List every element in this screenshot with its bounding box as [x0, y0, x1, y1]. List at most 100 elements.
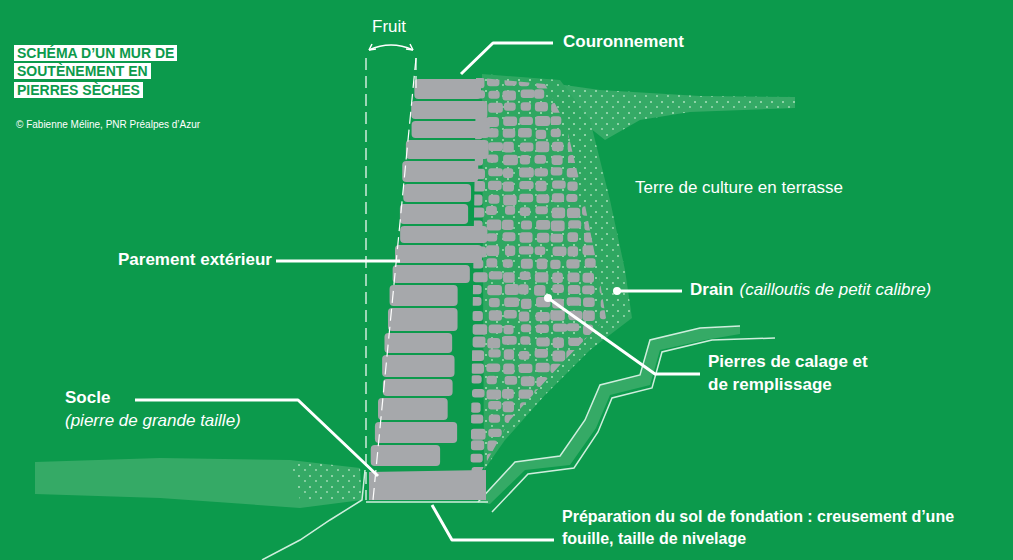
facing-stone: [371, 445, 440, 466]
facing-stone: [384, 333, 452, 353]
filling-stone: [503, 195, 516, 206]
filling-stone: [537, 258, 548, 269]
filling-stone: [552, 207, 565, 218]
filling-stone: [568, 155, 578, 163]
filling-stone: [502, 220, 514, 230]
filling-stone: [584, 115, 596, 124]
filling-stone: [584, 142, 597, 152]
filling-stone: [566, 77, 578, 86]
filling-stone: [519, 246, 534, 254]
filling-stone: [552, 272, 563, 283]
foundation-line: [262, 470, 365, 560]
filling-stone: [601, 104, 613, 113]
filling-stone: [552, 142, 564, 152]
filling-stone: [536, 403, 549, 413]
filling-stone: [585, 167, 597, 175]
filling-stone: [614, 375, 625, 385]
filling-stone: [471, 429, 486, 440]
filling-stone: [583, 349, 597, 360]
filling-stone: [502, 389, 514, 399]
diagram-title: SCHÉMA D’UN MUR DE SOUTÈNEMENT EN PIERRE…: [14, 44, 192, 99]
filling-stone: [566, 90, 578, 98]
filling-stone: [567, 168, 580, 178]
filling-stone: [535, 247, 546, 255]
filling-stone: [520, 155, 530, 164]
filling-stone: [567, 429, 577, 439]
filling-stone: [567, 297, 581, 306]
base-stone: [369, 470, 486, 500]
filling-stone: [601, 193, 615, 203]
filling-stone: [601, 233, 614, 243]
filling-stone: [553, 337, 564, 347]
part-label: Couronnement: [563, 31, 684, 54]
filling-stone: [568, 285, 580, 294]
filling-stone: [600, 115, 614, 124]
filling-stone: [503, 142, 514, 153]
filling-stone: [503, 129, 516, 138]
filling-stone: [503, 117, 517, 127]
filling-stone: [503, 429, 514, 437]
filling-stone: [520, 232, 533, 243]
filling-stone: [488, 195, 499, 204]
filling-stone: [582, 286, 594, 295]
filling-stone: [550, 234, 563, 243]
filling-stone: [473, 272, 488, 282]
filling-stone: [472, 324, 487, 335]
facing-stone: [390, 285, 458, 306]
filling-stone: [503, 401, 514, 412]
filling-stone: [614, 90, 625, 99]
filling-stone: [600, 207, 614, 218]
filling-stone: [504, 310, 517, 318]
filling-stone: [615, 494, 627, 505]
filling-stone: [488, 142, 503, 151]
filling-stone: [617, 129, 632, 139]
filling-stone: [598, 375, 608, 386]
filling-stone: [486, 364, 500, 372]
filling-stone: [598, 441, 610, 451]
filling-stone: [552, 351, 565, 362]
filling-stone: [568, 414, 580, 424]
filling-stone: [598, 479, 611, 489]
batter-arrow: [369, 45, 413, 50]
filling-stone: [518, 128, 532, 137]
filling-stone: [472, 311, 483, 321]
filling-stone: [519, 194, 533, 203]
filling-stone: [567, 493, 578, 503]
filling-stone: [553, 77, 566, 87]
filling-stone: [615, 195, 625, 203]
facing-stone: [388, 308, 458, 331]
filling-stone: [488, 91, 499, 99]
filling-stone: [489, 325, 503, 334]
filling-stone: [551, 415, 564, 425]
lower-ground: [35, 458, 362, 508]
filling-stone: [521, 221, 532, 230]
filling-stone: [519, 389, 534, 398]
filling-stone: [616, 258, 630, 267]
filling-stone: [550, 310, 565, 321]
filling-stone: [551, 129, 561, 137]
filling-stone: [551, 103, 566, 113]
filling-stone: [471, 285, 482, 294]
filling-stone: [505, 206, 515, 215]
filling-stone: [585, 467, 598, 477]
filling-stone: [566, 194, 577, 202]
filling-stone: [583, 273, 594, 283]
filling-stone: [568, 220, 581, 228]
filling-stone: [582, 245, 596, 255]
filling-stone: [615, 453, 628, 462]
filling-stone: [502, 336, 517, 345]
facing-stone: [411, 101, 487, 119]
filling-stone: [614, 311, 628, 320]
filling-stone: [487, 338, 500, 349]
filling-stone: [552, 193, 564, 202]
filling-stone: [520, 428, 531, 439]
filling-stone: [600, 403, 612, 411]
filling-stone: [550, 260, 560, 269]
filling-stone: [616, 389, 629, 399]
filling-stone: [550, 116, 561, 125]
batter-dashed-line: [365, 58, 366, 500]
filling-stone: [519, 77, 530, 86]
filling-stone: [472, 389, 485, 397]
filling-stone: [615, 337, 625, 346]
filling-stone: [536, 454, 547, 464]
